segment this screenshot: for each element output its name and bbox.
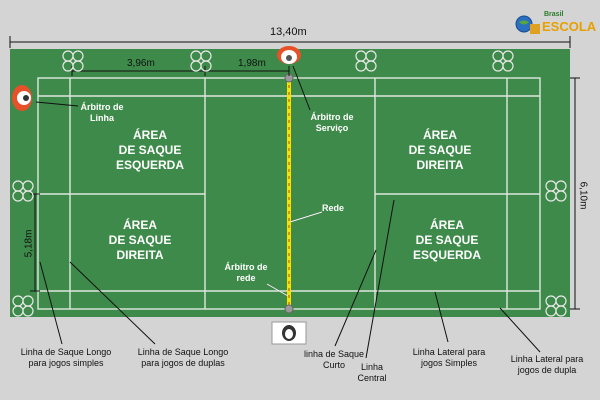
net-label: Rede bbox=[322, 203, 345, 213]
dim-total-length-label: 13,40m bbox=[270, 26, 307, 38]
logo-text-bottom: ESCOLA bbox=[542, 19, 597, 34]
logo-text-top: Brasil bbox=[544, 11, 564, 18]
net-post-bottom bbox=[284, 304, 294, 314]
dim-short-service-label: 3,96m bbox=[127, 58, 155, 69]
books-icon bbox=[530, 24, 540, 34]
chair-icons bbox=[12, 50, 567, 317]
service-judge-icon bbox=[277, 46, 301, 64]
net-judge-icon bbox=[271, 321, 307, 345]
dim-half-width-label: 5,18m bbox=[23, 229, 35, 258]
dimension-lines bbox=[9, 36, 580, 310]
brasil-escola-logo: Brasil ESCOLA bbox=[514, 10, 598, 40]
dim-center-service-label: 1,98m bbox=[238, 58, 266, 69]
line-judge-icon bbox=[12, 85, 32, 111]
dim-width-label: 6,10m bbox=[577, 181, 589, 210]
